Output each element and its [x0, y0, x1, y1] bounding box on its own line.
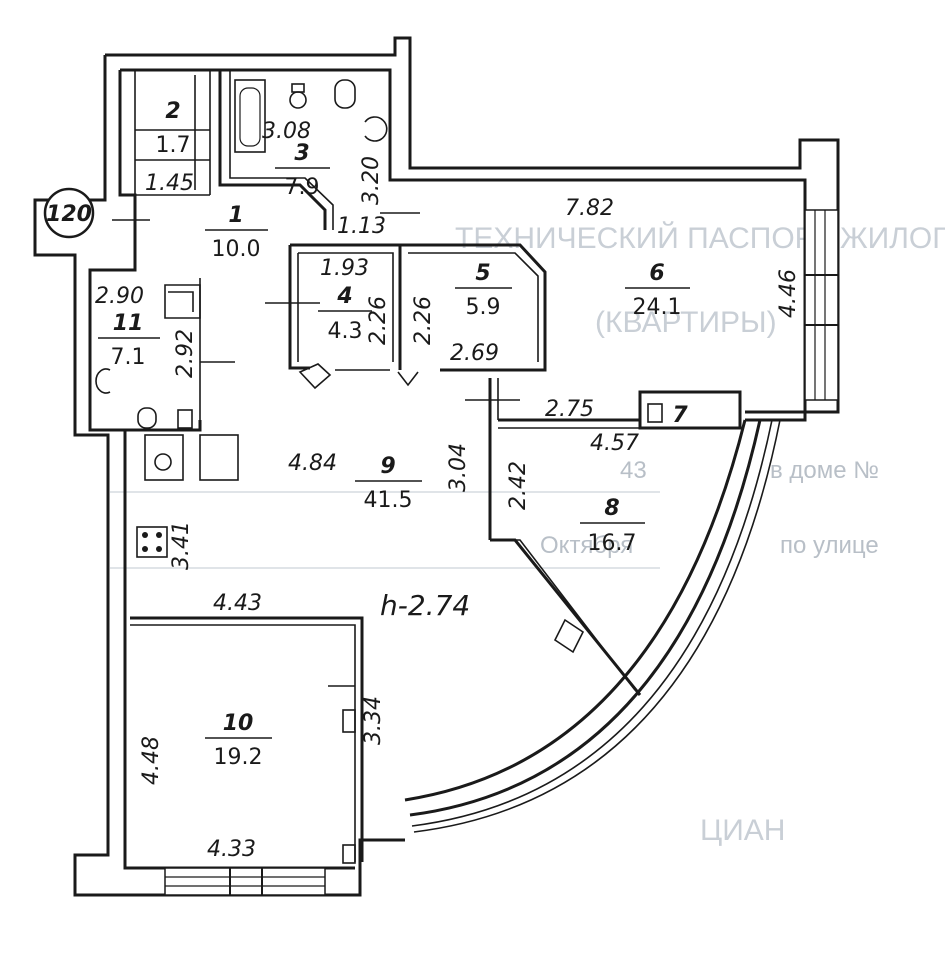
room-7-number: 7	[672, 403, 688, 428]
window-right	[804, 209, 839, 401]
apartment-number-badge: 120	[43, 187, 95, 239]
room-2-area: 1.7	[156, 133, 191, 158]
room-9-number: 9	[380, 454, 395, 479]
watermark-brand: ЦИАН	[700, 814, 785, 847]
room-4-area: 4.3	[328, 319, 363, 344]
dim-4-84: 4.84	[288, 451, 337, 476]
dim-3-20: 3.20	[359, 156, 384, 205]
dim-2-92: 2.92	[173, 329, 198, 378]
room-5-number: 5	[475, 261, 490, 286]
watermark-row2-label: по улице	[780, 532, 879, 559]
room-10-number: 10	[223, 711, 254, 736]
dim-2-75: 2.75	[545, 397, 594, 422]
watermark-header-line2: (КВАРТИРЫ)	[595, 306, 777, 339]
watermark-row1-value: 43	[620, 457, 647, 484]
dim-4-46: 4.46	[776, 269, 801, 318]
room-1-number: 1	[228, 203, 243, 228]
dim-3-08: 3.08	[262, 119, 311, 144]
room-9-area: 41.5	[364, 488, 413, 513]
room-10-area: 19.2	[214, 745, 263, 770]
dim-2-69: 2.69	[450, 341, 499, 366]
dim-1-45: 1.45	[145, 171, 194, 196]
watermark-row2-value: Октября	[540, 532, 633, 559]
room-4-number: 4	[336, 284, 352, 309]
interior-walls	[90, 70, 742, 864]
room-8-number: 8	[604, 496, 619, 521]
room-8-area: 16.7	[588, 531, 637, 556]
watermark-header-line1: ТЕХНИЧЕСКИЙ ПАСПОРТ ЖИЛОГО ПОМЕЩЕНИ	[455, 221, 945, 255]
dim-7-82: 7.82	[565, 196, 614, 221]
room-6-area: 24.1	[633, 295, 682, 320]
dim-1-93: 1.93	[320, 256, 369, 281]
dim-2-26a: 2.26	[366, 296, 391, 345]
room-1-area: 10.0	[212, 237, 261, 262]
room-2-number: 2	[165, 99, 180, 124]
watermark-row1-label: в доме №	[770, 457, 879, 484]
outer-walls	[33, 36, 840, 897]
room-11-number: 11	[113, 311, 144, 336]
dim-4-33: 4.33	[207, 837, 256, 862]
dim-4-57: 4.57	[590, 431, 639, 456]
room-6-number: 6	[649, 261, 664, 286]
ceiling-height: h-2.74	[380, 589, 470, 622]
dim-2-26b: 2.26	[411, 296, 436, 345]
dim-1-13: 1.13	[337, 214, 386, 239]
dim-3-34: 3.34	[361, 696, 386, 745]
dimension-labels: 1.45 3.08 3.20 1.13 7.82 1.93 2.26 2.26 …	[95, 119, 801, 862]
dim-4-43: 4.43	[213, 591, 262, 616]
dim-2-90: 2.90	[95, 284, 144, 309]
dim-3-41: 3.41	[169, 521, 194, 570]
window-bottom	[164, 867, 326, 896]
dim-3-04: 3.04	[446, 443, 471, 492]
room-5-area: 5.9	[466, 295, 501, 320]
apartment-number: 120	[46, 202, 92, 227]
dim-4-48: 4.48	[139, 736, 164, 785]
dim-2-42: 2.42	[506, 461, 531, 510]
room-3-number: 3	[294, 141, 309, 166]
background-watermark: ТЕХНИЧЕСКИЙ ПАСПОРТ ЖИЛОГО ПОМЕЩЕНИ (КВА…	[110, 221, 945, 847]
room-11-area: 7.1	[111, 345, 146, 370]
room-labels: 2 1.7 1 10.0 3 7.9 4 4.3 5 5.9 6 24.1 7 …	[98, 99, 690, 770]
room-3-area: 7.9	[285, 175, 320, 200]
